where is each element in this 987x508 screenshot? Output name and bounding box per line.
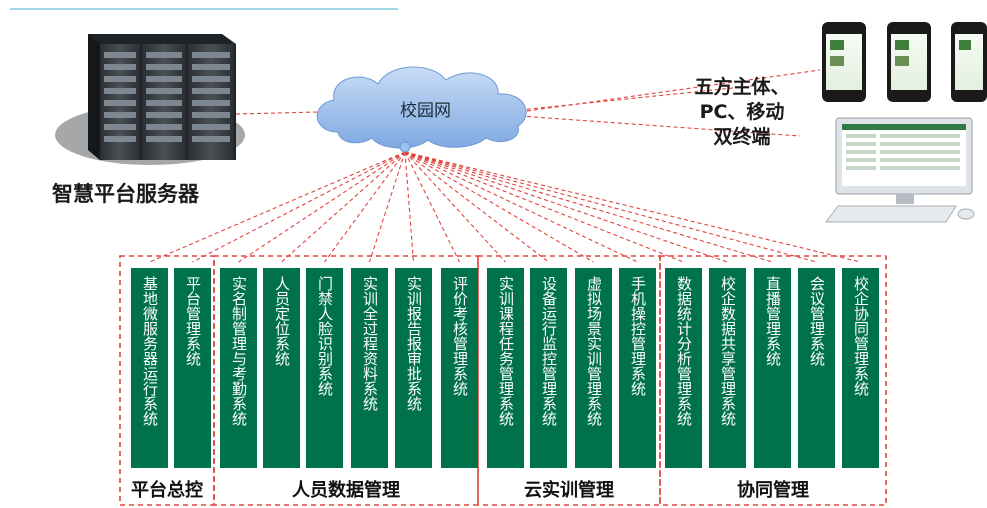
connection-line xyxy=(149,151,406,263)
campus-network-label: 校园网 xyxy=(400,101,451,121)
connection-line xyxy=(404,151,861,263)
system-box: 设备运行监控管理系统 xyxy=(530,268,567,468)
connection-line xyxy=(404,151,817,263)
connection-line xyxy=(404,151,684,263)
desktop-computer-icon xyxy=(835,117,973,204)
connection-line xyxy=(519,85,753,111)
group-label: 平台总控 xyxy=(131,480,203,501)
cloud-icon xyxy=(316,66,527,153)
connection-line xyxy=(404,151,415,263)
connection-line xyxy=(404,151,594,263)
connection-line xyxy=(519,115,801,137)
system-box: 人员定位系统 xyxy=(263,268,300,468)
system-box: 直播管理系统 xyxy=(754,268,791,468)
connection-line xyxy=(235,111,319,115)
connection-line xyxy=(404,151,549,263)
network-connection-lines xyxy=(149,69,861,263)
connection-line xyxy=(281,151,406,263)
system-box: 实名制管理与考勤系统 xyxy=(220,268,257,468)
system-box: 实训课程任务管理系统 xyxy=(487,268,524,468)
system-box: 虚拟场景实训管理系统 xyxy=(575,268,612,468)
mouse-icon xyxy=(957,208,975,220)
terminals-label-line: PC、移动 xyxy=(699,101,785,123)
system-box: 基地微服务器运行系统 xyxy=(131,268,168,468)
connection-line xyxy=(519,69,821,113)
group-frame xyxy=(659,255,887,506)
system-box: 门禁人脸识别系统 xyxy=(306,268,343,468)
smartphone-icon xyxy=(822,22,866,102)
system-box: 实训报告报审批系统 xyxy=(395,268,432,468)
group-label: 云实训管理 xyxy=(524,480,614,501)
system-box: 手机操控管理系统 xyxy=(619,268,656,468)
system-box: 平台管理系统 xyxy=(174,268,211,468)
group-frame xyxy=(477,255,661,506)
connection-line xyxy=(238,151,406,263)
group-label: 协同管理 xyxy=(737,480,809,501)
smartphone-icon xyxy=(951,22,987,102)
group-frame xyxy=(213,255,479,506)
system-box: 评价考核管理系统 xyxy=(441,268,478,468)
connection-line xyxy=(404,151,728,263)
group-frames xyxy=(119,255,887,506)
system-box: 会议管理系统 xyxy=(798,268,835,468)
top-accent-line xyxy=(10,8,398,10)
connection-line xyxy=(324,151,406,263)
smartphone-icon xyxy=(887,22,931,102)
system-box: 校企数据共享管理系统 xyxy=(709,268,746,468)
system-box: 数据统计分析管理系统 xyxy=(665,268,702,468)
terminals-label: 五方主体、 PC、移动 双终端 xyxy=(672,75,812,150)
connection-line xyxy=(192,151,406,263)
system-box: 校企协同管理系统 xyxy=(842,268,879,468)
terminals-label-line: 五方主体、 xyxy=(694,76,790,98)
connection-line xyxy=(368,151,406,263)
server-rack-icon xyxy=(55,34,245,165)
connection-line xyxy=(404,151,773,263)
terminals-label-line: 双终端 xyxy=(713,126,771,148)
connection-line xyxy=(404,151,506,263)
server-label: 智慧平台服务器 xyxy=(52,182,199,206)
group-label: 人员数据管理 xyxy=(292,480,400,501)
keyboard-icon xyxy=(825,205,957,223)
system-box: 实训全过程资料系统 xyxy=(351,268,388,468)
connection-line xyxy=(404,151,638,263)
